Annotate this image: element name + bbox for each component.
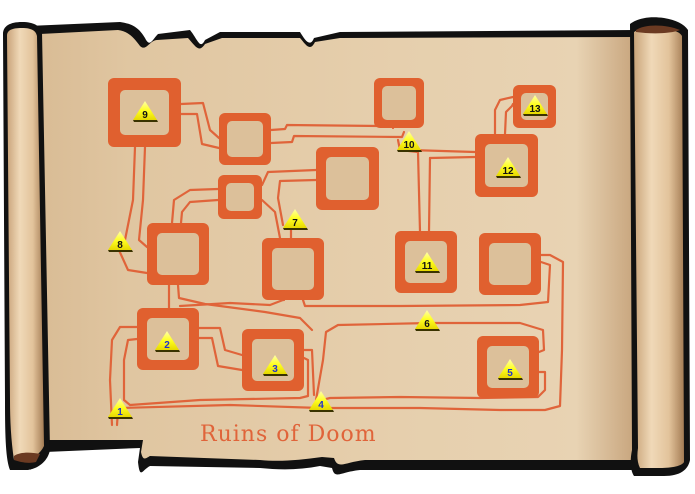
marker-label: 10 bbox=[403, 140, 415, 151]
map-title: Ruins of Doom bbox=[200, 422, 377, 447]
room-room-a[interactable] bbox=[219, 113, 271, 165]
marker-label: 13 bbox=[529, 104, 541, 115]
marker-label: 5 bbox=[507, 368, 513, 379]
triangle-marker-icon bbox=[108, 398, 132, 417]
room-room-e[interactable] bbox=[262, 238, 324, 300]
marker-5[interactable]: 5 bbox=[498, 359, 523, 380]
marker-6[interactable]: 6 bbox=[415, 310, 440, 331]
triangle-marker-icon bbox=[498, 359, 522, 378]
triangle-marker-icon bbox=[108, 231, 132, 250]
corridor-paths bbox=[108, 95, 565, 427]
triangle-marker-icon bbox=[415, 252, 439, 271]
marker-10[interactable]: 10 bbox=[397, 131, 422, 152]
marker-9[interactable]: 9 bbox=[133, 101, 158, 122]
marker-label: 1 bbox=[117, 407, 123, 418]
marker-label: 3 bbox=[272, 364, 278, 375]
triangle-marker-icon bbox=[415, 310, 439, 329]
room-room-d[interactable] bbox=[147, 223, 209, 285]
triangle-marker-icon bbox=[155, 331, 179, 350]
marker-label: 2 bbox=[164, 340, 170, 351]
marker-1[interactable]: 1 bbox=[108, 398, 133, 419]
marker-label: 6 bbox=[424, 319, 430, 330]
room-room-b[interactable] bbox=[218, 175, 262, 219]
triangle-marker-icon bbox=[309, 391, 333, 410]
rooms bbox=[108, 78, 556, 398]
marker-7[interactable]: 7 bbox=[283, 209, 308, 230]
marker-label: 7 bbox=[292, 218, 298, 229]
scroll-right-roll bbox=[630, 17, 690, 476]
triangle-marker-icon bbox=[283, 209, 307, 228]
marker-8[interactable]: 8 bbox=[108, 231, 133, 252]
room-room-f[interactable] bbox=[479, 233, 541, 295]
room-room-10top[interactable] bbox=[374, 78, 424, 128]
triangle-marker-icon bbox=[523, 95, 547, 114]
marker-label: 9 bbox=[142, 110, 148, 121]
marker-label: 12 bbox=[502, 166, 514, 177]
triangle-marker-icon bbox=[496, 157, 520, 176]
marker-12[interactable]: 12 bbox=[496, 157, 521, 178]
triangle-marker-icon bbox=[263, 355, 287, 374]
scroll-left-roll bbox=[3, 22, 50, 470]
marker-label: 4 bbox=[318, 400, 324, 411]
triangle-marker-icon bbox=[133, 101, 157, 120]
marker-2[interactable]: 2 bbox=[155, 331, 180, 352]
triangle-marker-icon bbox=[397, 131, 421, 150]
marker-3[interactable]: 3 bbox=[263, 355, 288, 376]
room-room-c[interactable] bbox=[316, 147, 379, 210]
marker-label: 8 bbox=[117, 240, 123, 251]
marker-4[interactable]: 4 bbox=[309, 391, 334, 412]
marker-11[interactable]: 11 bbox=[415, 252, 440, 273]
marker-13[interactable]: 13 bbox=[523, 95, 548, 116]
marker-label: 11 bbox=[422, 261, 433, 272]
